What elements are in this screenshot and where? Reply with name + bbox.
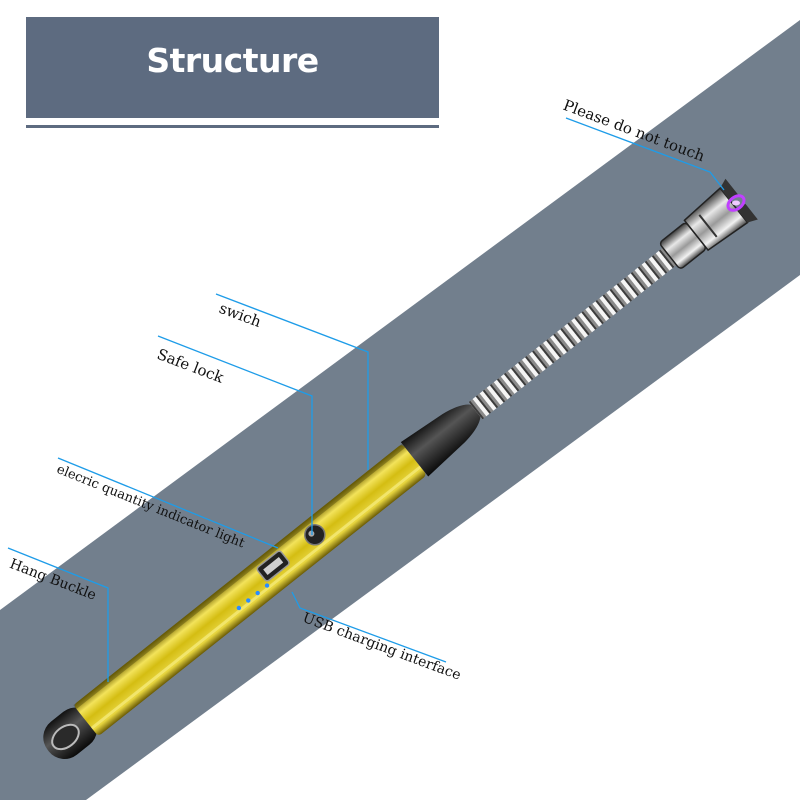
page-title: Structure interpretation — [104, 41, 361, 168]
usb-callout-line — [291, 591, 447, 663]
tip-callout-line — [565, 117, 725, 191]
callout-lines — [7, 117, 725, 682]
safe-lock-callout-line — [157, 335, 313, 535]
hang-buckle-callout-line — [7, 547, 109, 682]
electric-arc-icon — [726, 194, 746, 212]
indicator-callout-line — [57, 457, 279, 549]
title-box: Structure interpretation — [26, 17, 439, 168]
switch-callout-line — [215, 293, 369, 470]
title-underline — [26, 125, 439, 128]
lighter-body — [43, 178, 758, 759]
